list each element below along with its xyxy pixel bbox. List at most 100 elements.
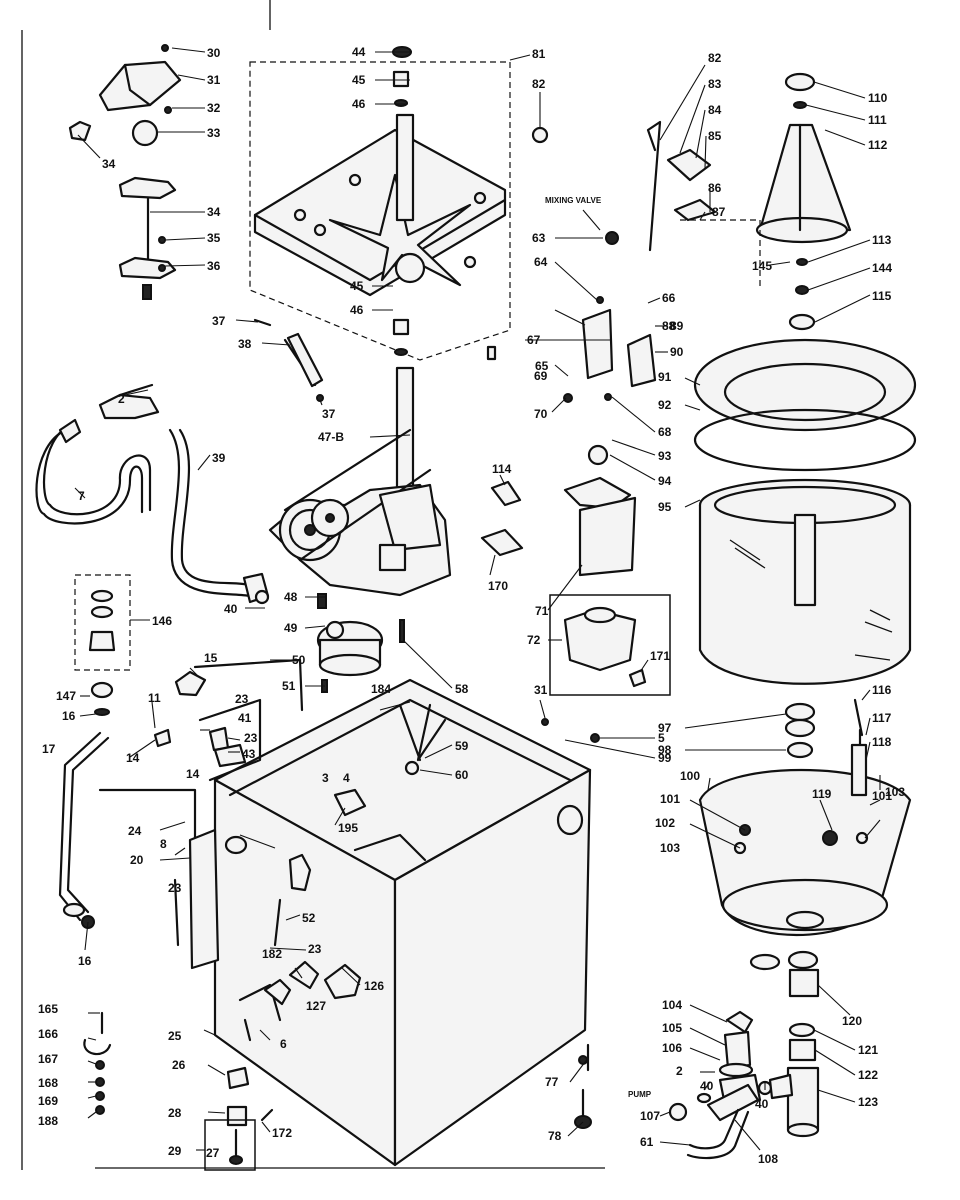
mixing-valve-63 — [605, 231, 619, 245]
transmission-plate-assembly — [249, 46, 549, 361]
callout-c91: 91 — [658, 370, 672, 384]
callout-c110: 110 — [868, 91, 888, 105]
spring-38 — [253, 318, 324, 402]
callout-c98: 98 — [658, 743, 672, 757]
callout-c101b: 101 — [872, 789, 892, 803]
callout-c78: 78 — [548, 1129, 562, 1143]
callout-c33: 33 — [207, 126, 221, 140]
callout-c4: 4 — [343, 771, 350, 785]
callout-c94: 94 — [658, 474, 672, 488]
motor-mount-71 — [578, 496, 637, 577]
callout-c16a: 16 — [62, 709, 76, 723]
plate-frame-81 — [249, 61, 511, 361]
callout-c118: 118 — [872, 735, 892, 749]
callout-c14b: 14 — [186, 767, 200, 781]
seal-115 — [788, 313, 816, 331]
callout-c167: 167 — [38, 1052, 58, 1066]
callout-c11: 11 — [148, 691, 161, 705]
nut-110 — [784, 72, 816, 92]
callout-c58: 58 — [455, 682, 469, 696]
lower-pump — [668, 1010, 820, 1160]
hose-assembly — [35, 383, 270, 605]
hub-120 — [788, 968, 820, 998]
wires-59 — [398, 703, 447, 762]
bracket-52 — [288, 853, 312, 892]
callout-c165: 165 — [38, 1002, 58, 1016]
cabinet-right — [393, 768, 592, 1167]
callout-c48: 48 — [284, 590, 298, 604]
callout-c51: 51 — [282, 679, 296, 693]
callout-c101a: 101 — [660, 792, 680, 806]
callout-c81: 81 — [532, 47, 546, 61]
drawing — [21, 0, 917, 1171]
callout-c14a: 14 — [126, 751, 140, 765]
callout-c115: 115 — [872, 289, 892, 303]
rod-41 — [198, 698, 262, 782]
callout-c25: 25 — [168, 1029, 182, 1043]
callout-c17: 17 — [42, 742, 56, 756]
callout-c46b: 46 — [350, 303, 364, 317]
fitting-2 — [98, 393, 160, 420]
washer-46 — [394, 99, 408, 107]
bottom-left-hardware — [83, 1011, 274, 1171]
callout-c30: 30 — [207, 46, 221, 60]
callout-c37b: 37 — [322, 407, 336, 421]
callout-c92: 92 — [658, 398, 672, 412]
callout-c88: 88 — [662, 319, 676, 333]
outer-tub-100 — [698, 698, 912, 998]
brake-brackets — [480, 120, 717, 577]
callout-c106: 106 — [662, 1041, 682, 1055]
callout-c126: 126 — [364, 979, 384, 993]
callout-c85: 85 — [708, 129, 722, 143]
hose-61 — [688, 1108, 740, 1150]
callout-c40a: 40 — [224, 602, 238, 616]
callout-c50: 50 — [292, 653, 306, 667]
belt — [283, 428, 432, 562]
callout-c166: 166 — [38, 1027, 58, 1041]
callout-c31b: 31 — [534, 683, 548, 697]
callout-labels: 3031323334343536373738394445464546818247… — [38, 45, 905, 1166]
screw-32 — [164, 106, 172, 114]
callout-c89: 89 — [670, 319, 684, 333]
callout-c66: 66 — [662, 291, 676, 305]
callout-c45a: 45 — [352, 73, 366, 87]
bolt-58 — [399, 619, 405, 643]
tube-123 — [786, 1066, 820, 1132]
callout-c23b: 23 — [244, 731, 258, 745]
drain-hose-17 — [58, 574, 131, 929]
callout-c35: 35 — [207, 231, 221, 245]
callout-c122: 122 — [858, 1068, 878, 1082]
callout-c23d: 23 — [308, 942, 322, 956]
callout-c69: 69 — [534, 369, 548, 383]
bracket-86 — [673, 198, 717, 222]
hose-17 — [58, 731, 102, 922]
callout-c127: 127 — [306, 999, 326, 1013]
hose-7 — [42, 423, 152, 516]
leader-lines — [74, 47, 881, 1151]
callout-c108: 108 — [758, 1152, 778, 1166]
leveler-127 — [288, 960, 320, 990]
hose-39 — [178, 428, 252, 587]
callout-c195: 195 — [338, 821, 358, 835]
callout-c103b: 103 — [660, 841, 680, 855]
callout-c105: 105 — [662, 1021, 682, 1035]
callout-c65: 65 — [535, 359, 549, 373]
kit-frame-146 — [74, 574, 131, 671]
clip-114 — [490, 480, 522, 507]
callout-c52: 52 — [302, 911, 316, 925]
callout-c40c: 40 — [755, 1097, 769, 1111]
transmission-47 — [174, 366, 452, 712]
callout-c3: 3 — [322, 771, 329, 785]
callout-c7: 7 — [78, 489, 85, 503]
callout-c64: 64 — [534, 255, 548, 269]
callout-c144: 144 — [872, 261, 892, 275]
callout-c8: 8 — [160, 837, 167, 851]
callout-c23a: 23 — [235, 692, 249, 706]
screw-30 — [161, 44, 169, 52]
hub-112 — [758, 123, 852, 232]
callout-c23c: 23 — [168, 881, 182, 895]
callout-c71: 71 — [535, 604, 549, 618]
callout-c82a: 82 — [532, 77, 546, 91]
bushing-45b — [392, 318, 410, 336]
callout-c120: 120 — [842, 1014, 862, 1028]
